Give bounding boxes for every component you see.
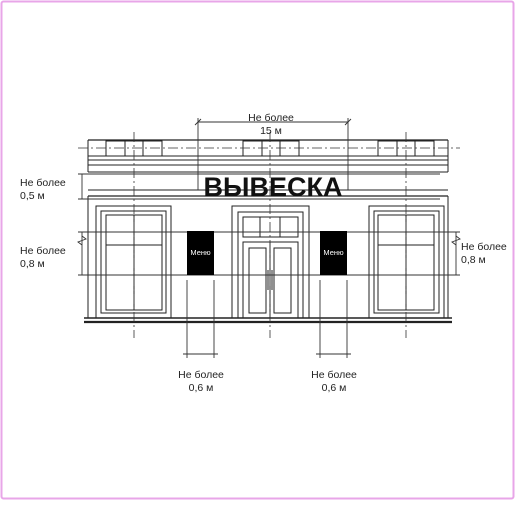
dim-menu-width-left-line1: Не более xyxy=(178,369,224,381)
menu-height-dimension xyxy=(77,231,461,276)
dim-menu-height-right-line1: Не более xyxy=(461,241,507,253)
dim-top-line1: Не более xyxy=(248,112,294,124)
menu-board-left xyxy=(187,231,214,275)
dim-top-line2: 15 м xyxy=(260,125,282,137)
dim-menu-height-right-line2: 0,8 м xyxy=(461,254,486,266)
window-right xyxy=(368,205,445,319)
dim-menu-width-right-line1: Не более xyxy=(311,369,357,381)
dim-menu-width-right-line2: 0,6 м xyxy=(322,382,347,394)
dim-menu-height-left-line2: 0,8 м xyxy=(20,258,45,270)
sign-zone xyxy=(78,173,440,200)
dim-menu-height-left-line1: Не более xyxy=(20,245,66,257)
dim-sign-line2: 0,5 м xyxy=(20,190,45,202)
top-width-dimension xyxy=(194,118,352,190)
dim-sign-line1: Не более xyxy=(20,177,66,189)
sign-text: ВЫВЕСКА xyxy=(204,172,343,202)
menu-board-left-label: Меню xyxy=(190,248,211,257)
building-facade xyxy=(84,139,452,324)
menu-board-right xyxy=(320,231,347,275)
door-center xyxy=(231,205,310,319)
upper-window-center xyxy=(242,140,300,157)
menu-width-dimension xyxy=(183,280,351,358)
window-left xyxy=(95,205,172,319)
axis-lines xyxy=(78,132,460,338)
menu-board-right-label: Меню xyxy=(323,248,344,257)
dim-menu-width-left-line2: 0,6 м xyxy=(189,382,214,394)
